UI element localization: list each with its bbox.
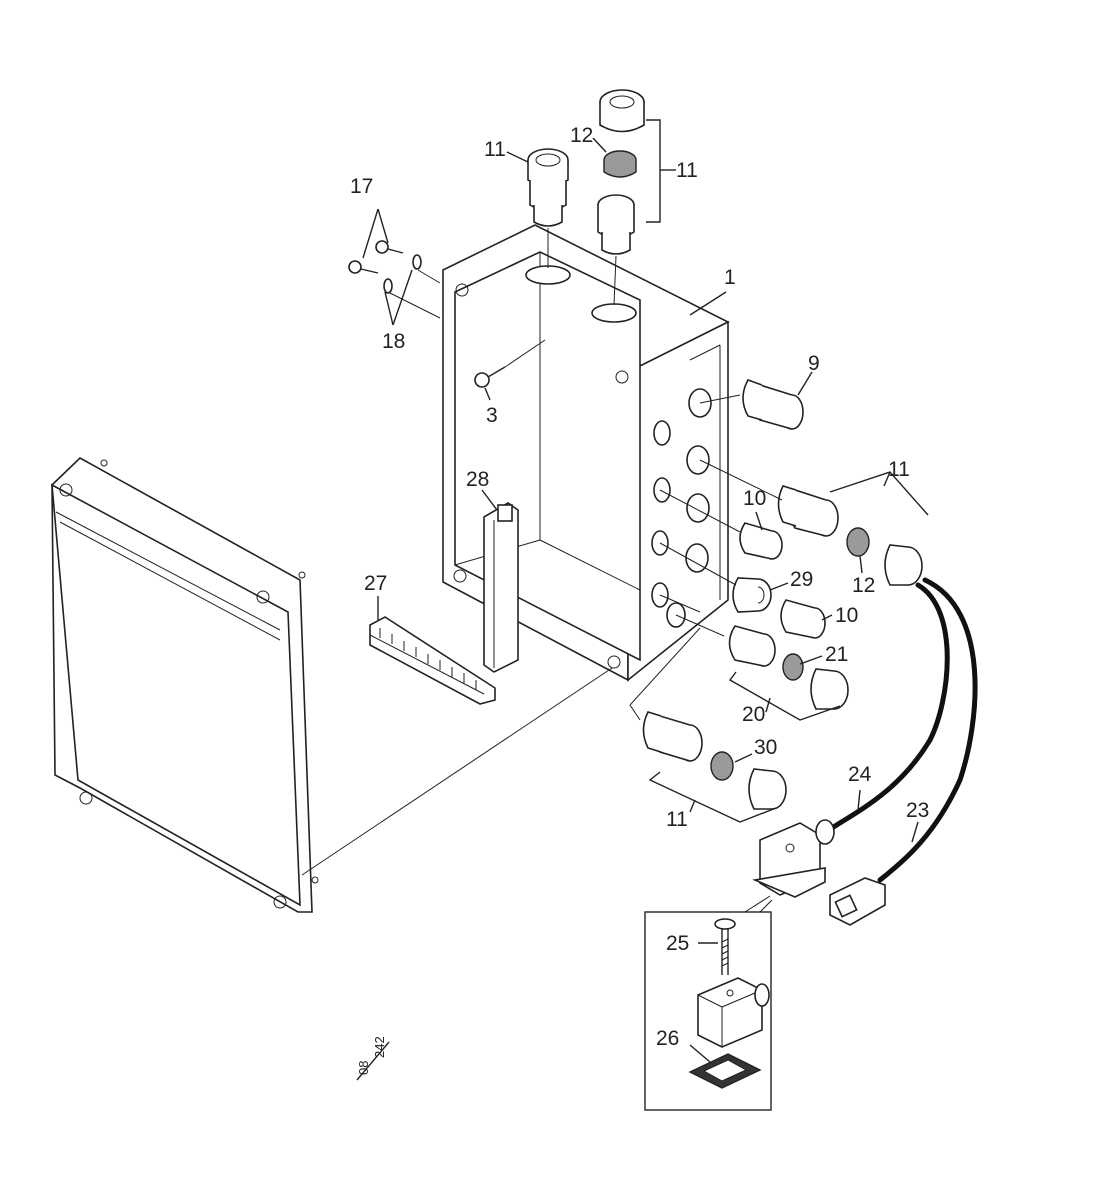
callout-11-right: 11 <box>888 458 910 481</box>
callout-10-lower: 10 <box>835 604 858 627</box>
connector-detail <box>697 977 770 1048</box>
cable-gland-10b <box>780 599 826 639</box>
callout-10-upper: 10 <box>743 487 766 510</box>
callout-29: 29 <box>790 568 813 591</box>
callout-labels: 1 3 9 10 10 11 11 11 11 12 12 17 18 20 2… <box>350 124 929 1050</box>
cable-gland-20 <box>728 625 849 710</box>
din-rail <box>483 502 519 673</box>
callout-28: 28 <box>466 468 489 491</box>
callout-27: 27 <box>364 572 387 595</box>
callout-11-bottom: 11 <box>666 808 688 831</box>
cable-gland-9 <box>742 379 804 430</box>
callout-23: 23 <box>906 799 929 822</box>
connector-23 <box>829 877 886 926</box>
callout-12-top: 12 <box>570 124 593 147</box>
callout-17: 17 <box>350 175 373 198</box>
top-cable-gland-left <box>527 148 569 227</box>
callout-21: 21 <box>825 643 848 666</box>
callout-12-right: 12 <box>852 574 875 597</box>
top-cable-gland-right <box>597 89 645 255</box>
reducer-29 <box>732 577 772 613</box>
connector-24 <box>752 819 835 898</box>
callout-26: 26 <box>656 1027 679 1050</box>
drawing-ref-bottom: 242 <box>372 1036 387 1058</box>
callout-1: 1 <box>724 266 736 289</box>
detail-inset-frame <box>644 911 772 1111</box>
drawing-reference: 08 242 <box>356 1036 387 1075</box>
callout-20: 20 <box>742 703 765 726</box>
callout-30: 30 <box>754 736 777 759</box>
earth-screw <box>474 339 546 388</box>
callout-25: 25 <box>666 932 689 955</box>
callout-11-top-left: 11 <box>484 138 506 161</box>
terminal-block <box>369 616 496 705</box>
callout-11-top-right: 11 <box>676 159 698 182</box>
callout-3: 3 <box>486 404 498 427</box>
callout-18: 18 <box>382 330 405 353</box>
callout-24: 24 <box>848 763 872 786</box>
cover-screws <box>348 240 441 319</box>
fixing-screw-25 <box>714 918 736 975</box>
callout-9: 9 <box>808 352 820 375</box>
cable-gland-10a <box>739 522 783 560</box>
gasket-26 <box>688 1053 762 1089</box>
cable-gland-11-bottom <box>642 711 787 810</box>
drawing-ref-top: 08 <box>356 1061 371 1075</box>
leader-lines <box>356 119 929 1081</box>
enclosure-cover <box>51 457 613 913</box>
cable-gland-11-right <box>777 485 923 586</box>
